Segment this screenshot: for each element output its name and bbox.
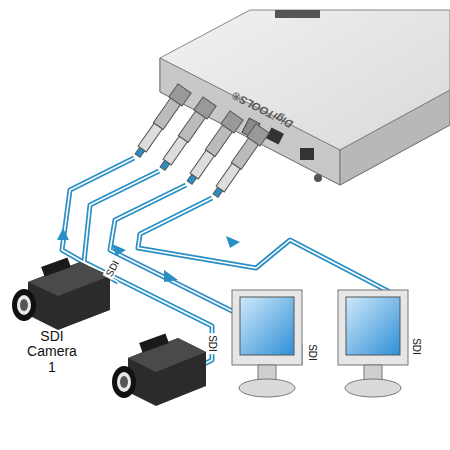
device-caption: SDI Camera 1 <box>22 329 82 375</box>
monitor <box>232 290 302 397</box>
signal-label: SDI <box>410 336 421 357</box>
signal-label: SDI <box>306 342 317 363</box>
signal-label: SDI <box>206 333 217 354</box>
device <box>160 10 450 185</box>
monitor <box>338 290 408 397</box>
camera <box>12 258 110 330</box>
signal-label: SDI <box>102 256 121 279</box>
camera <box>112 334 206 406</box>
sdi-cables <box>62 158 405 372</box>
